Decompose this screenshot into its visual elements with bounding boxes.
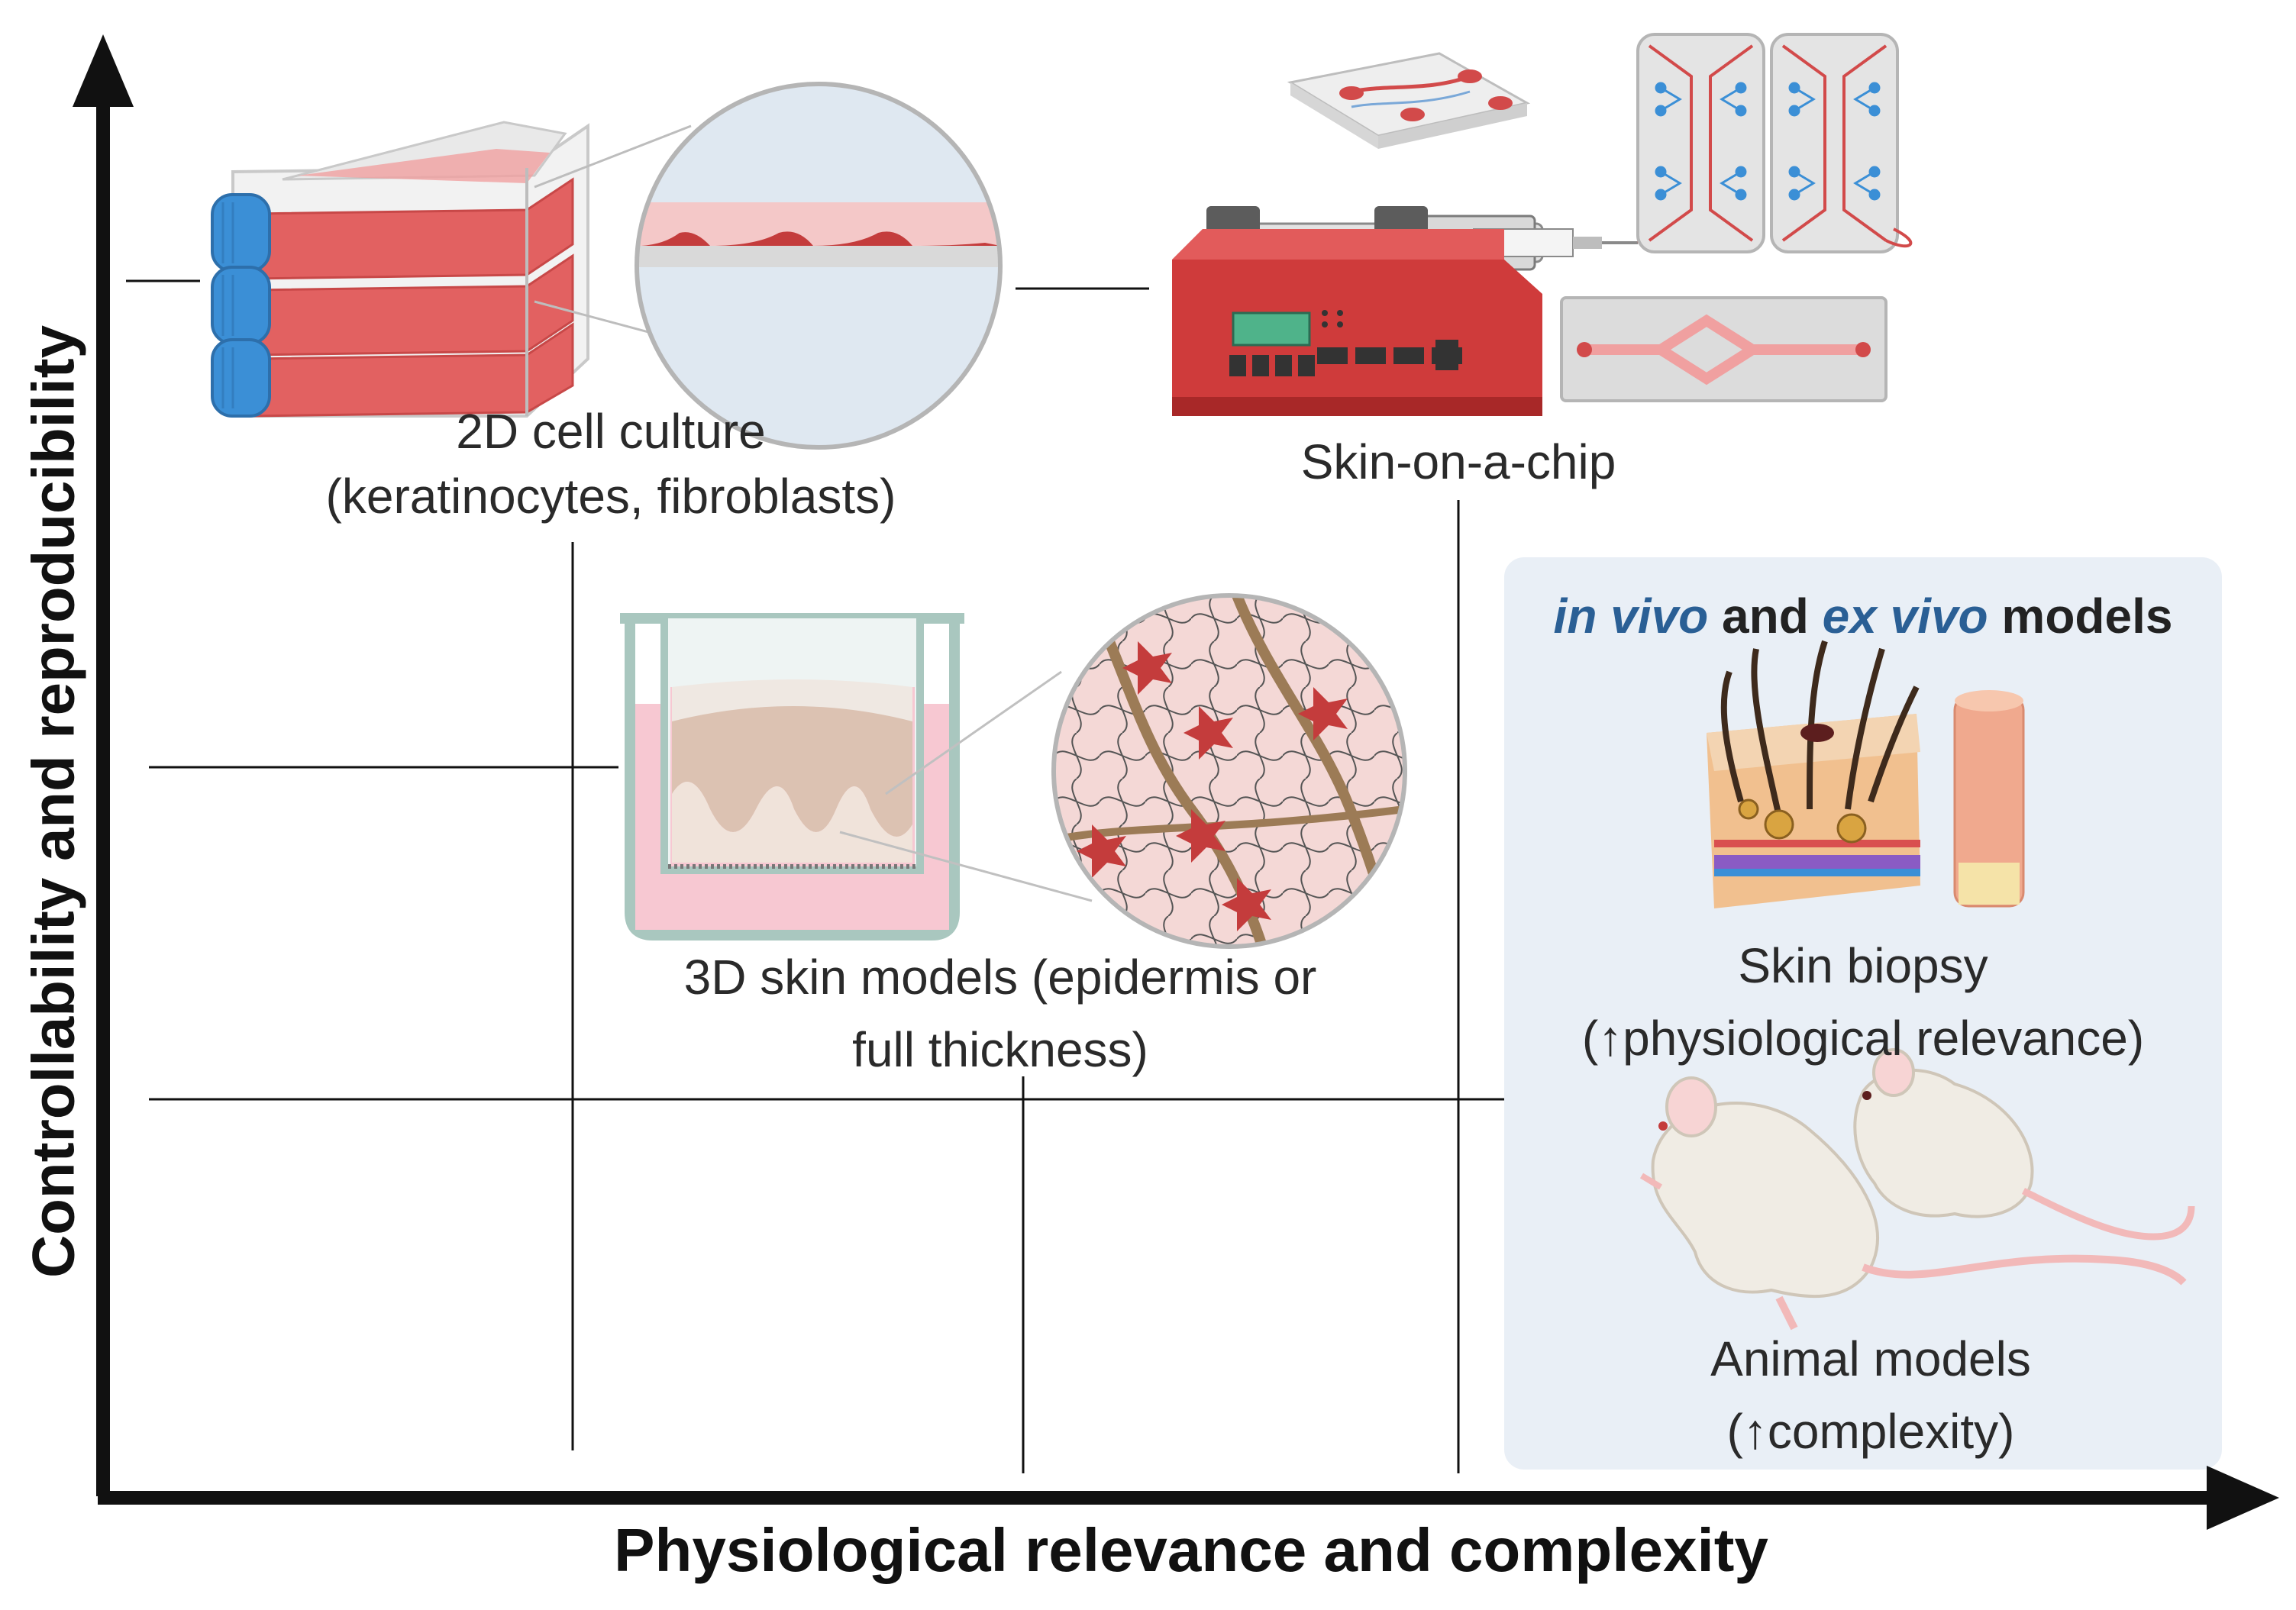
title-ex-vivo: ex vivo (1822, 589, 1988, 644)
microfluidic-chip-icon (1287, 52, 1531, 149)
flask-stack-icon (211, 121, 589, 418)
mouse-icon (1853, 1048, 2195, 1241)
guide-lines (126, 279, 1504, 1473)
magnifier-circle-icon (534, 82, 1003, 450)
y-axis (73, 34, 134, 1496)
label-2d-culture-2: (keratinocytes, fibroblasts) (325, 469, 896, 524)
title-in-vivo: in vivo (1553, 589, 1709, 644)
title-models: models (1988, 589, 2173, 644)
skin-section-icon (839, 593, 1407, 949)
label-2d-culture-1: 2D cell culture (456, 404, 766, 459)
transwell-insert-icon (620, 613, 964, 941)
mouse-icon (1639, 1076, 2187, 1331)
label-animal-1: Animal models (1710, 1331, 2031, 1386)
label-skin-biopsy-2: (↑physiological relevance) (1581, 1011, 2145, 1066)
title-and: and (1708, 589, 1823, 644)
skin-section-icon (1707, 640, 2025, 908)
x-axis (98, 1466, 2279, 1530)
label-3d-models-2: full thickness) (852, 1022, 1148, 1077)
label-animal-2: (↑complexity) (1726, 1404, 2015, 1459)
x-axis-label: Physiological relevance and complexity (614, 1516, 1768, 1584)
y-axis-label: Controllability and reproducibility (19, 324, 87, 1279)
label-skin-biopsy-1: Skin biopsy (1738, 938, 1988, 993)
microfluidic-chip-icon (1560, 33, 1913, 402)
panel-title: in vivo and ex vivo models (1504, 588, 2222, 644)
label-skin-on-chip: Skin-on-a-chip (1300, 434, 1616, 489)
syringe-pump-icon (1172, 206, 1697, 416)
label-3d-models-1: 3D skin models (epidermis or (683, 950, 1317, 1005)
